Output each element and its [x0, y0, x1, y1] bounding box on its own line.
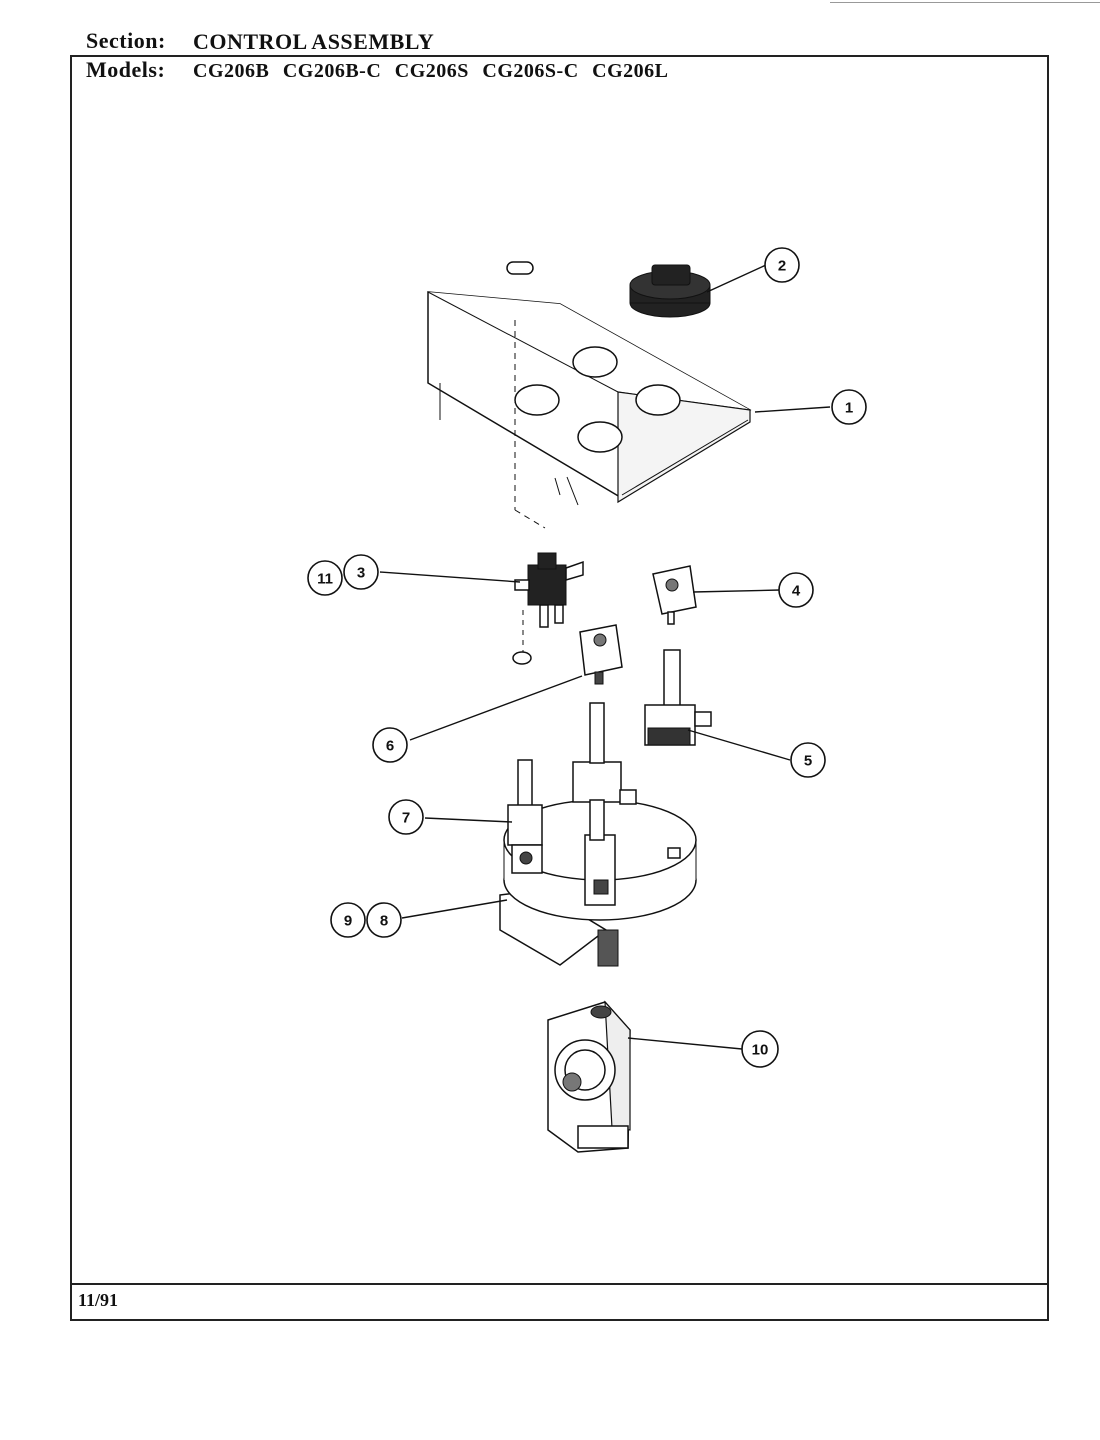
callout-10: 10 [741, 1030, 779, 1068]
callout-2: 2 [764, 247, 800, 283]
leader-10 [627, 1037, 743, 1050]
svg-text:10: 10 [752, 1042, 769, 1059]
diagram-frame [70, 55, 1049, 1321]
left-valve-part [507, 759, 543, 874]
svg-text:7: 7 [402, 810, 410, 827]
leader-8 [401, 899, 508, 919]
svg-text:9: 9 [344, 913, 352, 930]
control-panel-part [427, 261, 752, 506]
callout-5: 5 [790, 742, 826, 778]
callout-8: 8 [366, 902, 402, 938]
models-label: Models: [86, 57, 166, 82]
leader-5 [687, 729, 791, 761]
svg-text:8: 8 [380, 913, 388, 930]
leader-7 [424, 817, 513, 823]
svg-text:11: 11 [317, 571, 333, 588]
section-title: CONTROL ASSEMBLY [193, 29, 435, 54]
svg-text:4: 4 [792, 583, 801, 600]
leader-6 [409, 675, 583, 741]
callout-11: 11 [307, 560, 343, 596]
bezel-plate-part [652, 565, 697, 625]
callout-4: 4 [778, 572, 814, 608]
leader-1 [754, 406, 831, 413]
leader-3 [379, 571, 521, 583]
top-rule [830, 2, 1100, 3]
ignition-switch-part [514, 552, 584, 628]
svg-text:2: 2 [778, 258, 786, 275]
models-list: CG206B CG206B-C CG206S CG206S-C CG206L [193, 60, 669, 82]
callout-3: 3 [343, 554, 379, 590]
section-label: Section: [86, 28, 166, 53]
svg-text:3: 3 [357, 565, 365, 582]
callout-7: 7 [388, 799, 424, 835]
revision-date: 11/91 [78, 1290, 119, 1310]
svg-text:5: 5 [804, 753, 812, 770]
washer-part [512, 651, 532, 665]
footer-divider [70, 1283, 1049, 1285]
valve-plate-part [579, 624, 623, 685]
svg-text:6: 6 [386, 738, 394, 755]
callout-6: 6 [372, 727, 408, 763]
manifold-part [499, 702, 697, 967]
pressure-regulator-part [547, 1000, 631, 1153]
knob-part [629, 264, 711, 318]
svg-text:1: 1 [845, 400, 853, 417]
callout-1: 1 [831, 389, 867, 425]
callout-9: 9 [330, 902, 366, 938]
leader-4 [692, 589, 781, 593]
leader-2 [706, 264, 767, 293]
burner-valve-part [644, 649, 712, 746]
